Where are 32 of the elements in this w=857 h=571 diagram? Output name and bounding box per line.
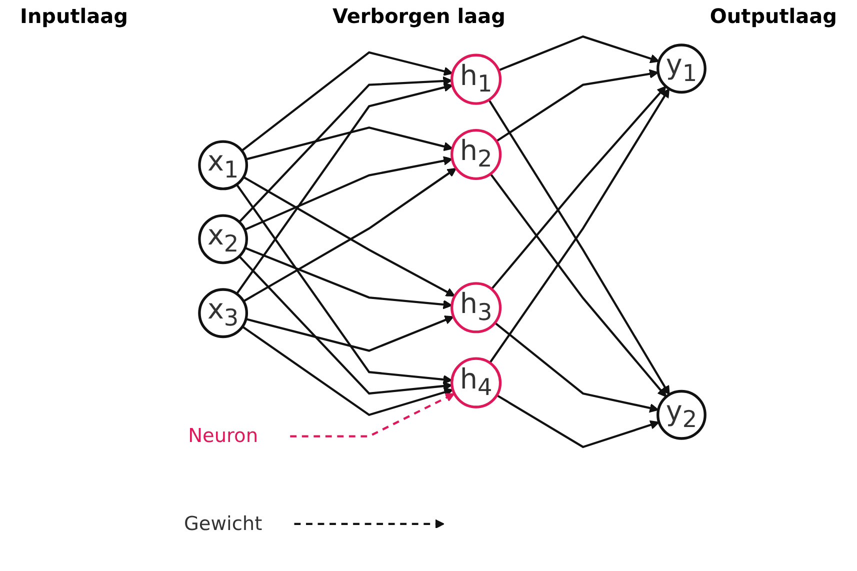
arrow <box>242 326 454 416</box>
annotation-text: Neuron <box>188 425 258 448</box>
neuron-circle: h$_{1}$ <box>450 54 502 105</box>
arrow <box>294 519 444 529</box>
arrow <box>496 69 659 142</box>
arrow <box>244 156 453 231</box>
arrow <box>238 256 452 395</box>
arrow <box>490 86 666 290</box>
layer-title: Verborgen laag <box>332 4 506 28</box>
neuron-circle: x$_{2}$ <box>198 214 248 264</box>
arrow <box>494 322 659 413</box>
arrow <box>238 76 452 223</box>
neuron-circle: h$_{4}$ <box>450 357 502 408</box>
layer-title: Outputlaag <box>710 4 837 28</box>
neuron-circle: y$_{2}$ <box>656 390 706 440</box>
arrow <box>490 173 667 398</box>
layer-title: Inputlaag <box>20 4 128 28</box>
neuron-circle: y$_{1}$ <box>656 44 706 94</box>
arrow <box>246 315 454 352</box>
arrow <box>246 126 453 160</box>
neuron-circle: x$_{1}$ <box>198 140 248 190</box>
annotation-text: Gewicht <box>184 512 262 536</box>
neuron-circle: h$_{2}$ <box>450 128 502 180</box>
neuron-circle: x$_{3}$ <box>198 288 248 338</box>
arrow <box>241 51 453 152</box>
arrow <box>236 184 452 384</box>
arrow <box>236 82 453 294</box>
arrow <box>290 393 455 438</box>
arrow <box>498 35 660 72</box>
neuron-circle: h$_{3}$ <box>450 282 502 334</box>
arrow <box>244 246 452 310</box>
arrow <box>496 394 660 448</box>
